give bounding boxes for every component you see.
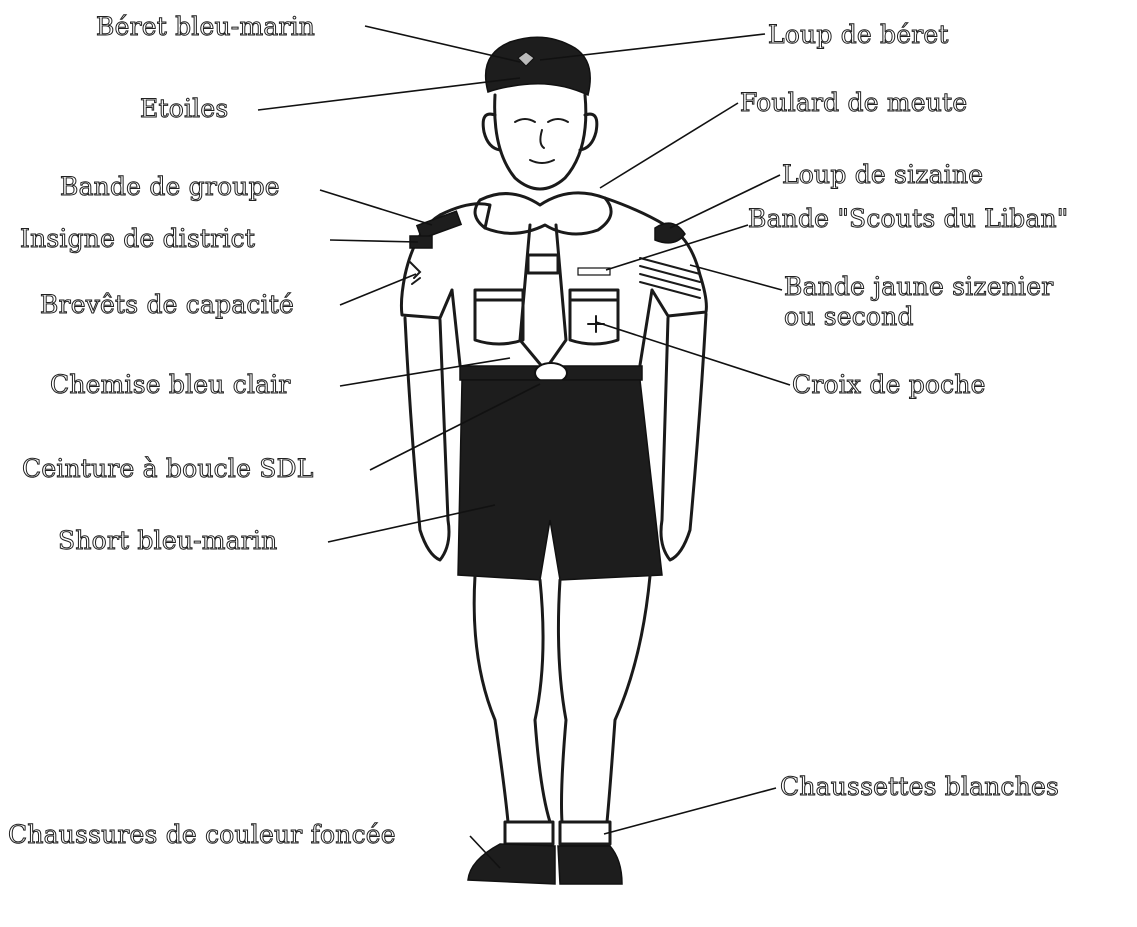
mouth: [530, 160, 554, 163]
yellow-stripes: [640, 258, 700, 298]
scout-figure: [401, 37, 706, 884]
eyes: [515, 119, 568, 122]
leader-foulard-de-meute: [600, 103, 738, 188]
label-etoiles: Etoiles: [140, 94, 228, 124]
label-chaussettes-blanches: Chaussettes blanches: [780, 772, 1059, 802]
leader-brevets-de-capacite: [340, 274, 416, 305]
label-bande-scouts-du-liban: Bande "Scouts du Liban": [748, 204, 1068, 234]
label-beret-bleu-marin: Béret bleu-marin: [96, 12, 315, 42]
label-ceinture-a-boucle: Ceinture à boucle SDL: [22, 454, 314, 484]
right-sock: [560, 822, 610, 844]
leader-insigne-de-district: [330, 240, 418, 242]
scarf-collar: [475, 193, 611, 234]
label-loup-de-beret: Loup de béret: [768, 20, 949, 50]
label-short-bleu-marin: Short bleu-marin: [58, 526, 277, 556]
proficiency-badges: [410, 262, 420, 284]
sixer-wolf-badge: [655, 223, 685, 243]
leader-etoiles: [258, 78, 520, 110]
leader-beret-bleu-marin: [365, 26, 520, 62]
label-bande-jaune: Bande jaune sizenier ou second: [784, 272, 1124, 332]
right-pocket: [570, 290, 618, 344]
left-leg: [474, 576, 550, 822]
scouts-du-liban-strip: [578, 268, 610, 275]
right-leg: [558, 576, 650, 822]
beret-shape: [486, 37, 591, 95]
nose: [540, 130, 544, 148]
label-croix-de-poche: Croix de poche: [792, 370, 986, 400]
right-shoe: [558, 846, 622, 884]
label-bande-jaune-line2: ou second: [784, 302, 1124, 332]
label-brevets-de-capacite: Brevêts de capacité: [40, 290, 294, 320]
label-insigne-de-district: Insigne de district: [20, 224, 255, 254]
label-foulard-de-meute: Foulard de meute: [740, 88, 967, 118]
left-shoe: [468, 844, 555, 884]
label-loup-de-sizaine: Loup de sizaine: [782, 160, 983, 190]
label-chaussures: Chaussures de couleur foncée: [8, 820, 396, 850]
leader-chaussettes-blanches: [604, 788, 776, 834]
left-pocket: [475, 290, 523, 344]
scarf-tie: [520, 225, 566, 370]
label-bande-de-groupe: Bande de groupe: [60, 172, 280, 202]
label-bande-jaune-line1: Bande jaune sizenier: [784, 272, 1124, 302]
scarf-knot: [528, 255, 558, 273]
left-sock: [505, 822, 553, 844]
leader-bande-de-groupe: [320, 190, 432, 225]
label-chemise-bleu-clair: Chemise bleu clair: [50, 370, 291, 400]
